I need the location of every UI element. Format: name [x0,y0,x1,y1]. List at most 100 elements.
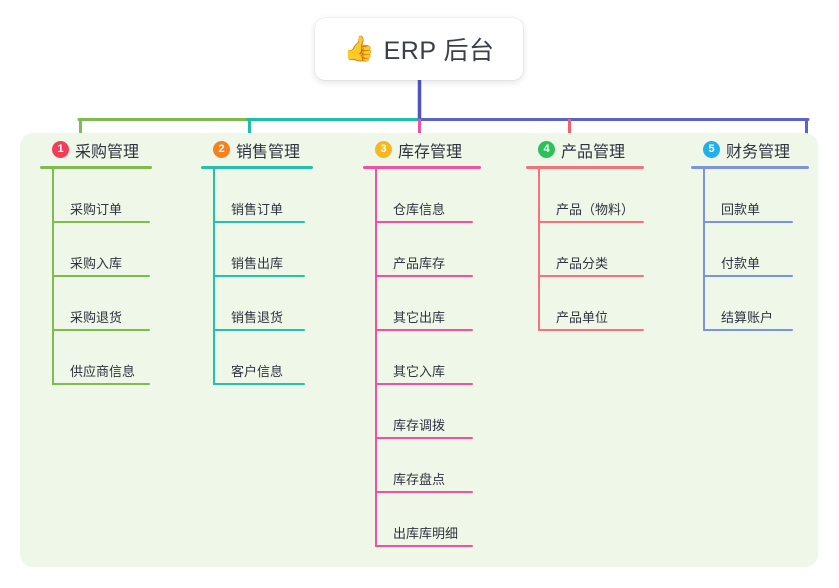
branch-column-5: 5 财务管理回款单付款单结算账户 [685,133,835,331]
branch-item-label: 结算账户 [721,310,774,325]
branch-item-rule [213,275,305,277]
branch-underline-1 [40,166,152,169]
branch-header-1[interactable]: 1 采购管理 [34,133,184,166]
branch-item-label: 仓库信息 [393,202,446,217]
branch-item[interactable]: 仓库信息 [375,169,507,223]
branch-item[interactable]: 销售出库 [213,223,345,277]
branch-item-rule [213,221,305,223]
branch-item-rule [375,221,473,223]
branch-item-rule [375,329,473,331]
branch-item-label: 销售订单 [231,202,284,217]
branches-panel [20,133,818,567]
branch-item-rule [52,221,150,223]
branch-title-4: 产品管理 [561,143,626,161]
branch-column-4: 4 产品管理产品（物料） 产品分类产品单位 [520,133,675,331]
branch-item-rule [703,329,793,331]
branch-item-rule [375,545,473,547]
branch-underline-4 [526,166,644,169]
branch-item-label: 采购入库 [70,256,123,271]
branch-item-rule [375,383,473,385]
branch-item-rule [375,275,473,277]
branch-item[interactable]: 采购订单 [52,169,184,223]
branch-badge-4: 4 [538,141,555,158]
branch-title-2: 销售管理 [236,143,301,161]
branch-item-rule [375,491,473,493]
branch-spine-5 [703,169,705,331]
branch-header-5[interactable]: 5 财务管理 [685,133,835,166]
branch-item-label: 付款单 [721,256,761,271]
branch-item-rule [213,383,305,385]
branch-item[interactable]: 库存盘点 [375,439,507,493]
branch-item-rule [538,275,644,277]
branch-item-label: 产品（物料） [556,202,635,217]
branch-item-rule [52,275,150,277]
branch-item-label: 其它出库 [393,310,446,325]
branch-item[interactable]: 产品库存 [375,223,507,277]
branch-title-1: 采购管理 [75,143,140,161]
branch-item-rule [703,275,793,277]
branch-item[interactable]: 产品（物料） [538,169,675,223]
branch-items-4: 产品（物料） 产品分类产品单位 [538,169,675,331]
branch-item-rule [213,329,305,331]
branch-title-5: 财务管理 [726,143,791,161]
branch-item-rule [538,221,644,223]
branch-item[interactable]: 销售订单 [213,169,345,223]
branch-item[interactable]: 其它出库 [375,277,507,331]
branch-item-label: 客户信息 [231,364,284,379]
branch-badge-2: 2 [213,141,230,158]
branch-item-label: 产品库存 [393,256,446,271]
branch-columns: 1 采购管理采购订单采购入库采购退货供应商信息 2 销售管理销售订单销售出库销售退货客… [20,133,818,567]
branch-item[interactable]: 付款单 [703,223,835,277]
branch-underline-2 [201,166,313,169]
branch-underline-3 [363,166,481,169]
branch-column-2: 2 销售管理销售订单销售出库销售退货客户信息 [195,133,345,385]
branch-item[interactable]: 采购入库 [52,223,184,277]
branch-item[interactable]: 客户信息 [213,331,345,385]
branch-header-2[interactable]: 2 销售管理 [195,133,345,166]
branch-item-label: 产品分类 [556,256,609,271]
branch-item[interactable]: 出库库明细 [375,493,507,547]
branch-items-3: 仓库信息产品库存其它出库其它入库库存调拨库存盘点出库库明细 [375,169,507,547]
branch-header-4[interactable]: 4 产品管理 [520,133,675,166]
branch-item-label: 其它入库 [393,364,446,379]
branch-item[interactable]: 产品单位 [538,277,675,331]
branch-column-1: 1 采购管理采购订单采购入库采购退货供应商信息 [34,133,184,385]
branch-title-3: 库存管理 [398,143,463,161]
branch-spine-1 [52,169,54,385]
branch-item-label: 采购退货 [70,310,123,325]
branch-item-label: 出库库明细 [393,526,459,541]
branch-spine-2 [213,169,215,385]
branch-item[interactable]: 产品分类 [538,223,675,277]
branch-spine-3 [375,169,377,547]
branch-item-label: 库存盘点 [393,472,446,487]
root-node[interactable]: 👍 ERP 后台 [315,18,523,80]
branch-item-label: 销售退货 [231,310,284,325]
branch-items-5: 回款单付款单结算账户 [703,169,835,331]
branch-item-rule [538,329,644,331]
branch-item-rule [52,383,150,385]
branch-underline-5 [691,166,809,169]
branch-badge-1: 1 [52,141,69,158]
branch-spine-4 [538,169,540,331]
branch-item-rule [703,221,793,223]
branch-badge-3: 3 [375,141,392,158]
branch-item[interactable]: 其它入库 [375,331,507,385]
branch-item-label: 销售出库 [231,256,284,271]
branch-item[interactable]: 供应商信息 [52,331,184,385]
branch-item[interactable]: 结算账户 [703,277,835,331]
branch-item[interactable]: 回款单 [703,169,835,223]
thumbs-up-icon: 👍 [343,34,375,63]
branch-item-label: 供应商信息 [70,364,136,379]
branch-item-rule [375,437,473,439]
branch-item[interactable]: 采购退货 [52,277,184,331]
branch-item-rule [52,329,150,331]
branch-item[interactable]: 销售退货 [213,277,345,331]
branch-badge-5: 5 [703,141,720,158]
branch-items-2: 销售订单销售出库销售退货客户信息 [213,169,345,385]
branch-item-label: 库存调拨 [393,418,446,433]
branch-item[interactable]: 库存调拨 [375,385,507,439]
root-title: ERP 后台 [383,37,495,65]
branch-header-3[interactable]: 3 库存管理 [357,133,507,166]
branch-column-3: 3 库存管理仓库信息产品库存其它出库其它入库库存调拨库存盘点出库库明细 [357,133,507,547]
